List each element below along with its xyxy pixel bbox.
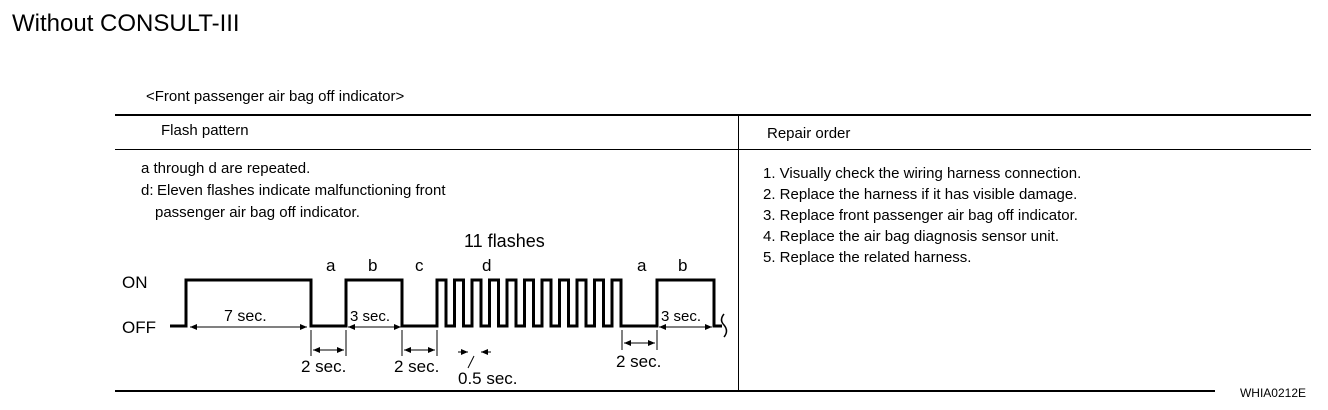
table-top-border: [115, 114, 1311, 116]
letter-d: d: [482, 256, 491, 275]
two-sec-marker-2: [401, 330, 438, 356]
two-sec-label-3: 2 sec.: [616, 352, 661, 371]
flash-note-1: a through d are repeated.: [141, 160, 311, 177]
flash-pattern-header: Flash pattern: [161, 122, 249, 139]
two-sec-marker-3: [621, 330, 658, 350]
two-sec-label-1: 2 sec.: [301, 357, 346, 376]
flash-waveform: [170, 278, 722, 328]
off-label: OFF: [122, 318, 156, 337]
repair-order-list: 1. Visually check the wiring harness con…: [763, 163, 1081, 268]
repair-step-5: 5. Replace the related harness.: [763, 249, 972, 266]
half-sec-marker: [458, 349, 491, 369]
repair-step-4: 4. Replace the air bag diagnosis sensor …: [763, 228, 1060, 245]
three-sec-label-2: 3 sec.: [661, 308, 701, 325]
table-header-divider: [115, 149, 1311, 150]
half-sec-label: 0.5 sec.: [458, 369, 518, 388]
letter-a-2: a: [637, 256, 647, 275]
letter-c: c: [415, 256, 424, 275]
table-bottom-border: [115, 390, 1215, 392]
repair-step-3: 3. Replace front passenger air bag off i…: [763, 207, 1078, 224]
page-title: Without CONSULT-III: [12, 10, 240, 37]
eleven-flashes-label: 11 flashes: [464, 231, 545, 251]
flash-note-2-prefix: d:: [141, 182, 154, 199]
figure-code: WHIA0212E: [1239, 386, 1306, 400]
two-sec-label-2: 2 sec.: [394, 357, 439, 376]
flash-note-3: passenger air bag off indicator.: [155, 204, 360, 221]
flash-note-2: Eleven flashes indicate malfunctioning f…: [157, 182, 446, 199]
letter-a-1: a: [326, 256, 336, 275]
letter-b-1: b: [368, 256, 377, 275]
three-sec-label-1: 3 sec.: [350, 308, 390, 325]
waveform-break: [720, 313, 728, 338]
letter-b-2: b: [678, 256, 687, 275]
on-label: ON: [122, 273, 148, 292]
repair-step-2: 2. Replace the harness if it has visible…: [763, 186, 1078, 203]
table-column-divider: [738, 115, 739, 391]
repair-step-1: 1. Visually check the wiring harness con…: [763, 165, 1082, 182]
repair-order-header: Repair order: [767, 125, 851, 142]
section-subtitle: <Front passenger air bag off indicator>: [146, 88, 405, 105]
seven-sec-label: 7 sec.: [224, 308, 267, 325]
two-sec-marker-1: [310, 330, 347, 356]
